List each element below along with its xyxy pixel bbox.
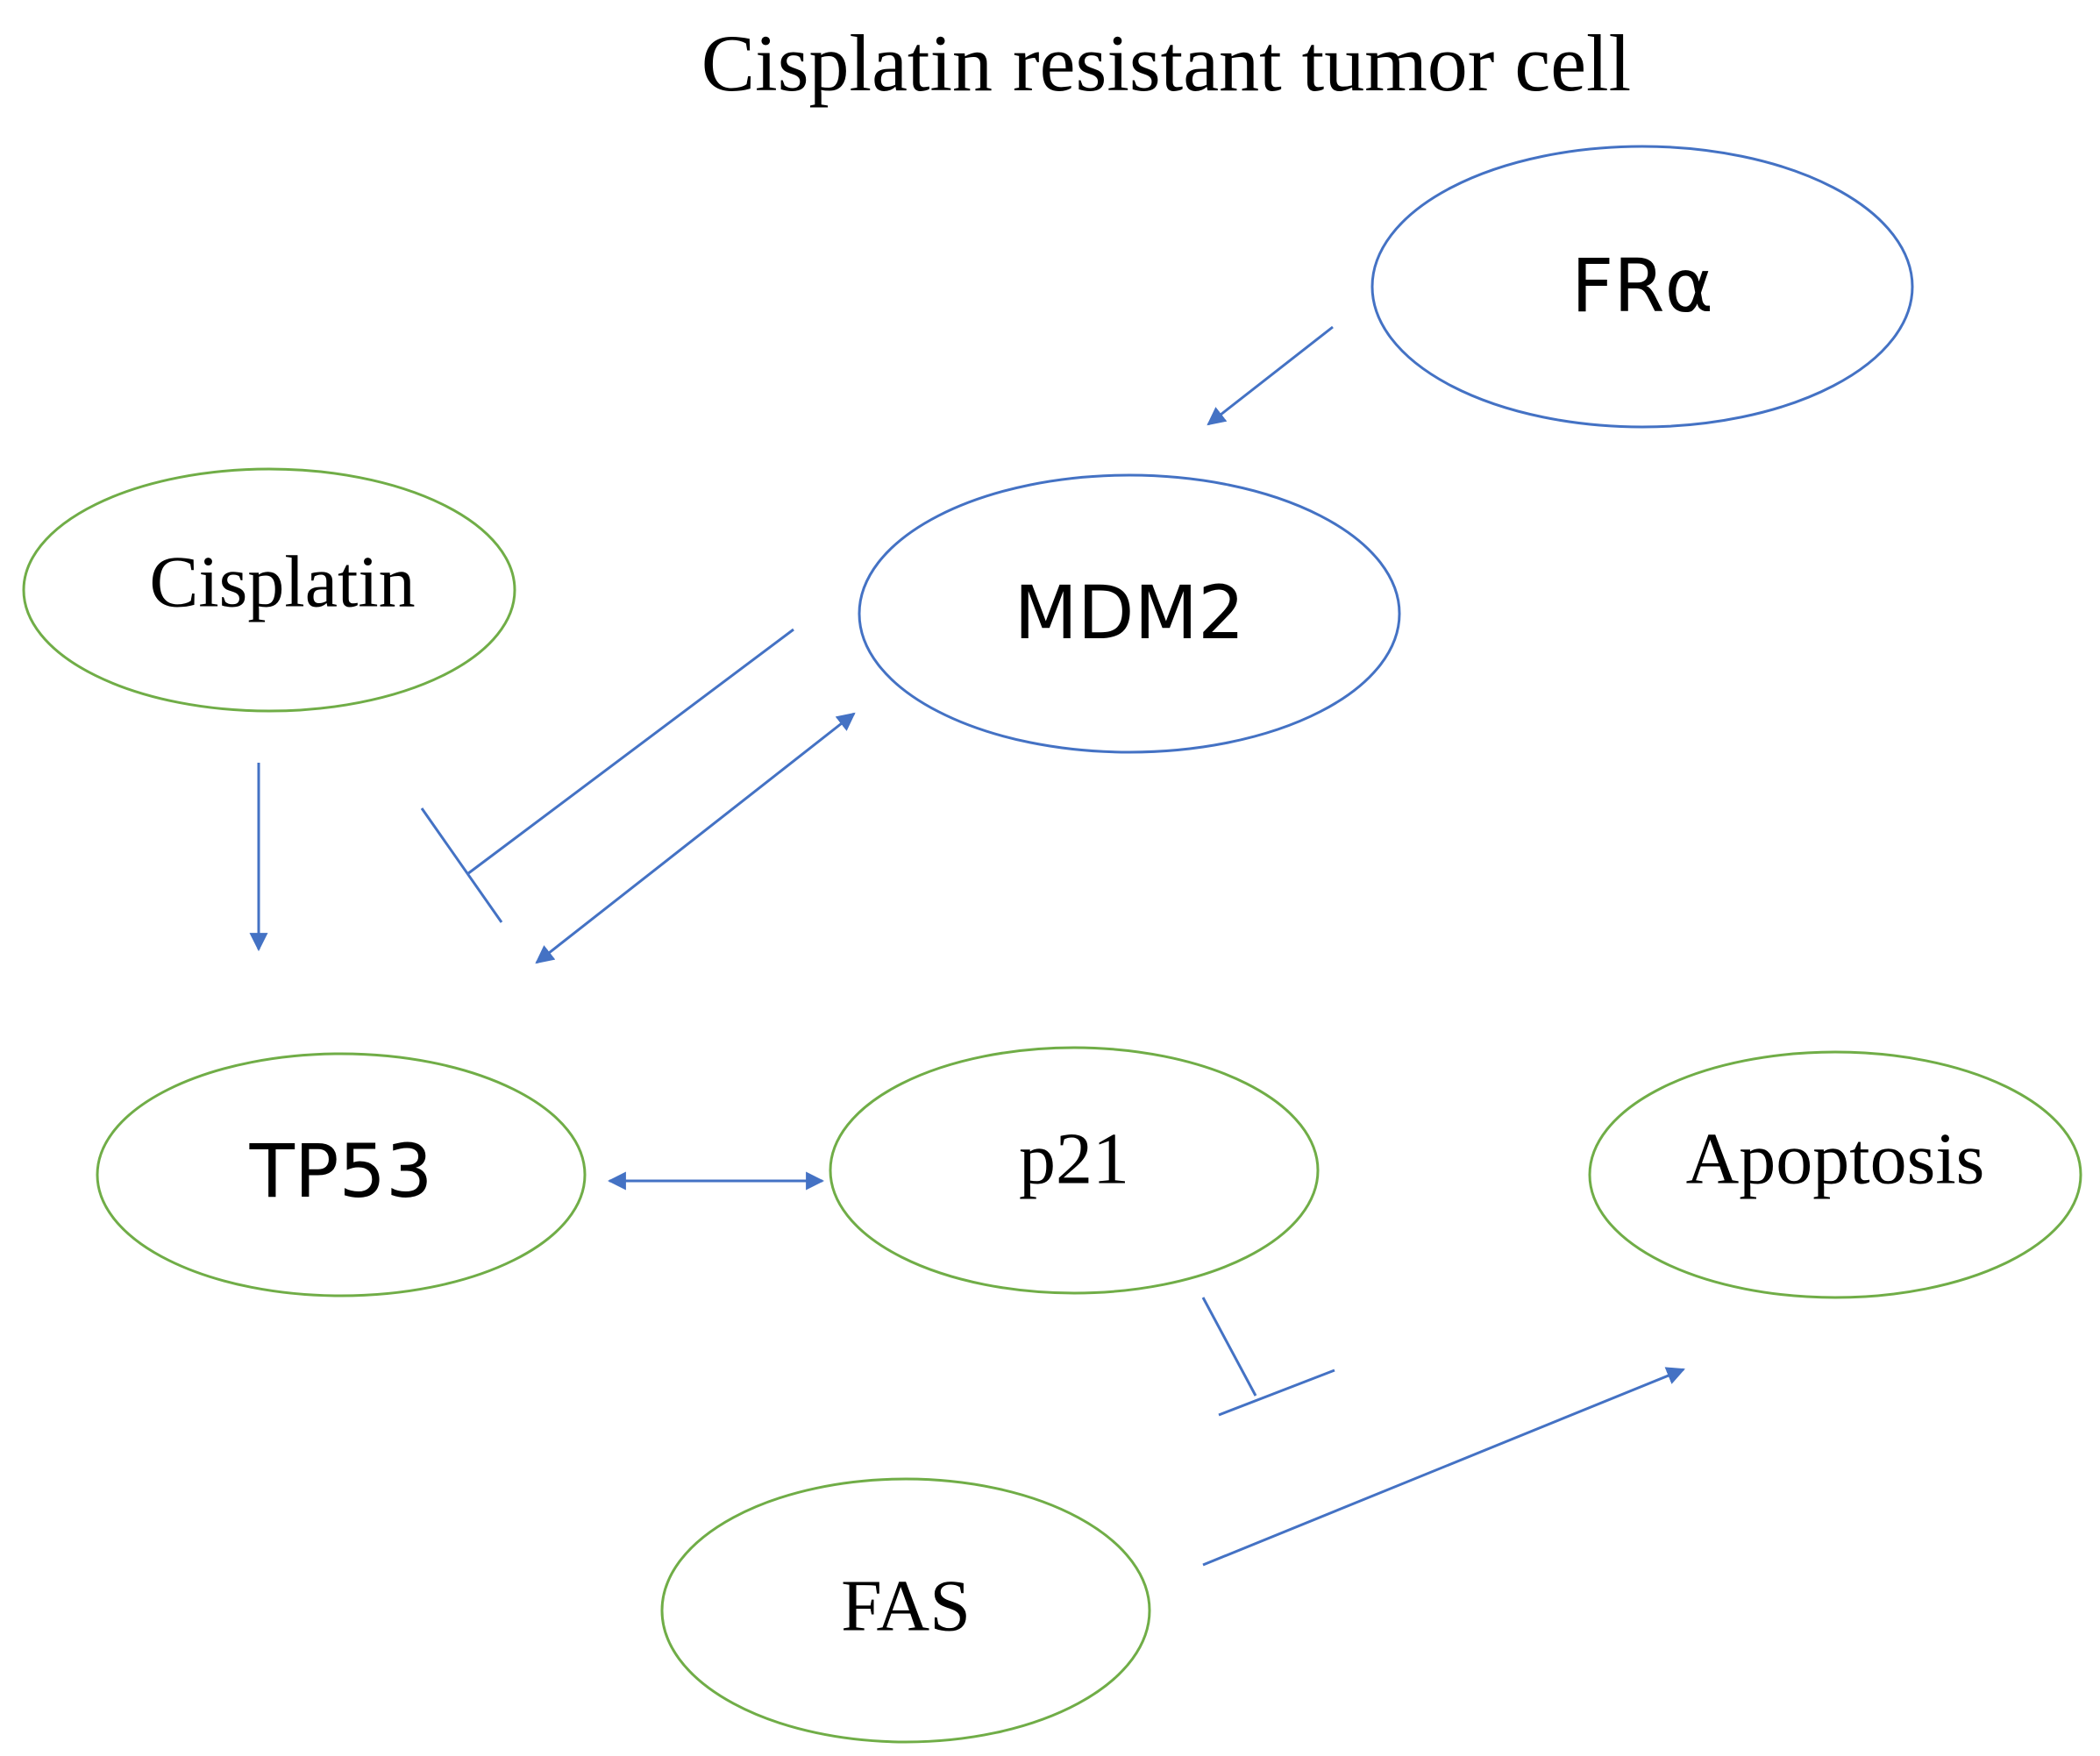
node-apoptosis-shape — [1588, 1050, 2082, 1299]
node-fra-label: FRα — [1571, 243, 1713, 329]
node-fas: FAS — [660, 1477, 1151, 1744]
node-fra: FRα — [1370, 145, 1914, 429]
diagram-title: Cisplatin resistant tumor cell — [701, 18, 1631, 108]
edge-mdm2-inhibits-tp53-bar — [420, 807, 503, 923]
node-p21: p21 — [829, 1046, 1320, 1295]
node-p21-label: p21 — [1019, 1118, 1129, 1199]
node-cisplatin: Cisplatin — [22, 467, 516, 713]
edge-mdm2-inhibits-tp53 — [466, 628, 794, 876]
edge-fas-to-apoptosis — [1202, 1367, 1685, 1567]
node-apoptosis: Apoptosis — [1588, 1050, 2082, 1299]
edge-p21-inhibits-fas-bar — [1218, 1369, 1335, 1417]
node-p21-shape — [829, 1046, 1320, 1295]
node-mdm2-label: MDM2 — [1014, 570, 1244, 656]
node-fas-label: FAS — [841, 1565, 971, 1646]
node-apoptosis-label: Apoptosis — [1686, 1118, 1985, 1199]
node-tp53: TP53 — [96, 1052, 587, 1297]
node-mdm2: MDM2 — [858, 473, 1401, 754]
edge-tp53-mdm2-bidirectional — [535, 712, 856, 964]
node-mdm2-shape — [858, 473, 1401, 754]
edge-p21-inhibits-fas — [1201, 1297, 1257, 1397]
node-tp53-label: TP53 — [249, 1128, 433, 1214]
node-cisplatin-label: Cisplatin — [149, 541, 415, 622]
node-fas-shape — [660, 1477, 1151, 1744]
node-cisplatin-shape — [22, 467, 516, 713]
edges — [249, 325, 1685, 1567]
node-tp53-shape — [96, 1052, 587, 1297]
node-fra-shape — [1370, 145, 1914, 429]
edge-fra-to-mdm2 — [1207, 325, 1334, 426]
